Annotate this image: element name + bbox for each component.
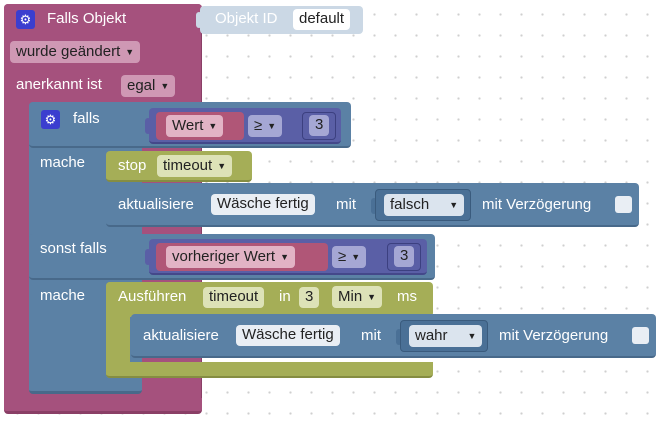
- bool-dropdown-1-arrow-icon: ▼: [449, 200, 459, 210]
- bool-dropdown-2-value: wahr: [415, 327, 448, 344]
- update-2-target[interactable]: Wäsche fertig: [236, 325, 340, 346]
- acknowledged-label: anerkannt ist: [16, 76, 102, 93]
- operator-dropdown-1-arrow-icon: ▼: [267, 121, 277, 131]
- update-2-delay-label: mit Verzögerung: [499, 327, 609, 344]
- trigger-bottom-bar: [4, 398, 202, 414]
- compare-block-1-connector: [145, 118, 151, 134]
- value-dropdown-2[interactable]: vorheriger Wert ▼: [166, 246, 296, 268]
- value-dropdown-2-value: vorheriger Wert: [172, 248, 276, 265]
- trigger-block-header-ext: [4, 4, 202, 34]
- object-id-connector: [196, 12, 202, 28]
- update-2-delay-checkbox[interactable]: [632, 327, 649, 344]
- update-1-with: mit: [336, 196, 356, 213]
- value-dropdown-1-arrow-icon: ▼: [208, 121, 218, 131]
- operator-dropdown-2-value: ≥: [338, 248, 347, 265]
- bool-block-2-connector: [396, 329, 402, 345]
- update-2-label: aktualisiere: [143, 327, 219, 344]
- value-dropdown-1-value: Wert: [172, 117, 204, 134]
- operator-dropdown-1-value: ≥: [254, 117, 263, 134]
- bool-dropdown-2[interactable]: wahr ▼: [409, 325, 483, 347]
- do2-label: mache: [40, 287, 86, 304]
- operator-dropdown-2-arrow-icon: ▼: [351, 252, 361, 262]
- exec-in-label: in: [279, 288, 291, 305]
- update-1-delay-label: mit Verzögerung: [482, 196, 592, 213]
- trigger-title: Falls Objekt: [47, 10, 127, 27]
- exec-timeout-bottom: [106, 362, 433, 378]
- object-id-field[interactable]: default: [293, 9, 351, 30]
- value-dropdown-1[interactable]: Wert ▼: [166, 115, 224, 137]
- number-field-2[interactable]: 3: [394, 246, 415, 267]
- exec-unit-dropdown-value: Min: [338, 288, 363, 305]
- bool-dropdown-2-arrow-icon: ▼: [467, 331, 477, 341]
- operator-dropdown-1[interactable]: ≥▼: [248, 115, 283, 137]
- exec-unit-dropdown[interactable]: Min ▼: [332, 286, 383, 308]
- exec-label: Ausführen: [118, 288, 187, 305]
- stop-timeout-dropdown-value: timeout: [163, 157, 213, 174]
- update-1-target[interactable]: Wäsche fertig: [211, 194, 315, 215]
- value-dropdown-2-arrow-icon: ▼: [280, 252, 290, 262]
- number-field-1[interactable]: 3: [309, 115, 330, 136]
- bool-dropdown-1-value: falsch: [390, 196, 430, 213]
- acknowledged-dropdown[interactable]: egal ▼: [121, 75, 176, 97]
- update-1-label: aktualisiere: [118, 196, 194, 213]
- do-label: mache: [40, 154, 86, 171]
- bool-block-1-connector: [371, 198, 377, 214]
- stop-label: stop: [118, 157, 147, 174]
- exec-ms-label: ms: [397, 288, 417, 305]
- trigger-gear-icon[interactable]: ⚙: [16, 10, 35, 29]
- object-id-label: Objekt ID: [215, 10, 278, 27]
- acknowledged-dropdown-value: egal: [127, 77, 156, 94]
- operator-dropdown-2[interactable]: ≥▼: [332, 246, 367, 268]
- stop-timeout-dropdown[interactable]: timeout ▼: [157, 155, 233, 177]
- update-1-delay-checkbox[interactable]: [615, 196, 632, 213]
- if-gear-icon[interactable]: ⚙: [41, 110, 60, 129]
- bool-dropdown-1[interactable]: falsch ▼: [384, 194, 465, 216]
- update-block-2[interactable]: [131, 314, 656, 358]
- exec-unit-dropdown-arrow-icon: ▼: [367, 292, 377, 302]
- compare-block-2-connector: [145, 249, 151, 265]
- if-label: falls: [73, 110, 100, 127]
- update-2-with: mit: [361, 327, 381, 344]
- changed-dropdown-value: wurde geändert: [16, 43, 121, 60]
- exec-timeout-name[interactable]: timeout: [203, 287, 265, 308]
- changed-dropdown-arrow-icon: ▼: [125, 47, 135, 57]
- changed-dropdown[interactable]: wurde geändert ▼: [10, 41, 141, 63]
- elseif-label: sonst falls: [40, 240, 107, 257]
- stop-timeout-dropdown-arrow-icon: ▼: [217, 161, 227, 171]
- exec-number-field[interactable]: 3: [299, 287, 320, 308]
- acknowledged-dropdown-arrow-icon: ▼: [160, 81, 170, 91]
